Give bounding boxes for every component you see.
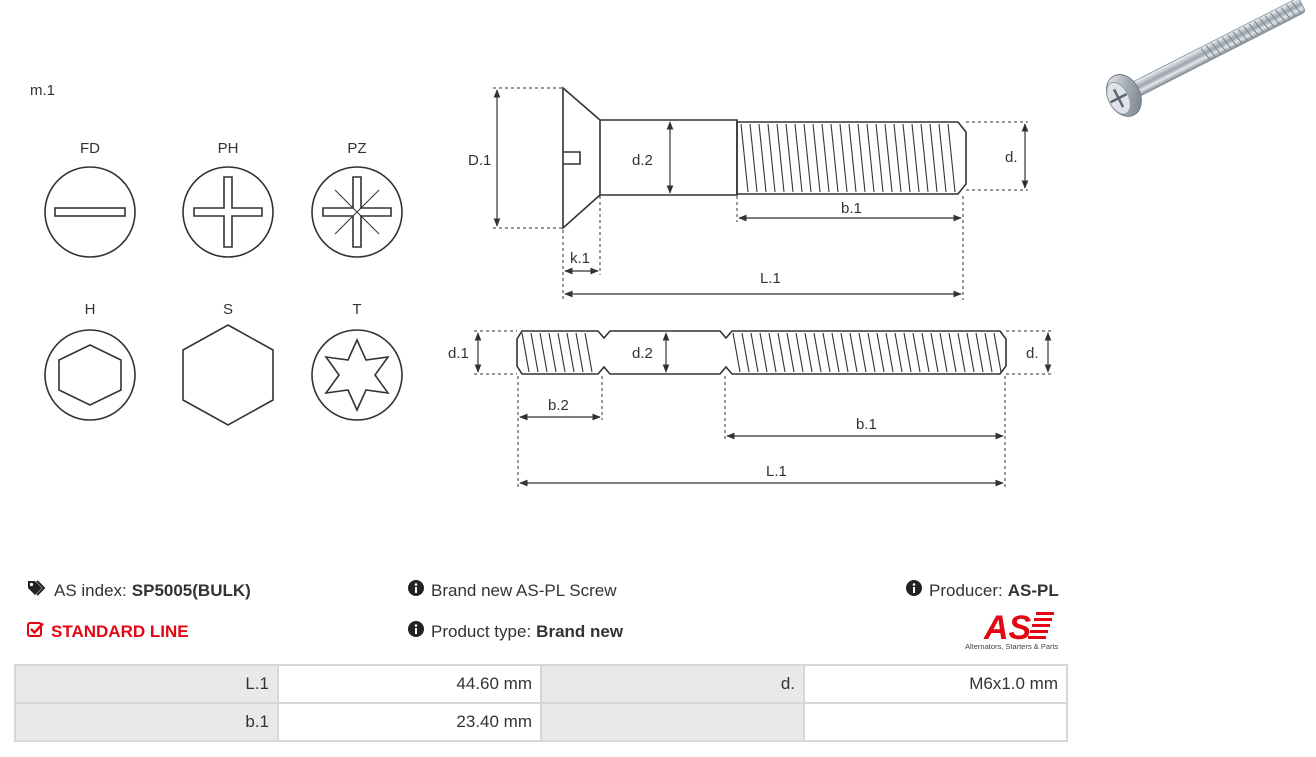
- dim-b1: b.1: [841, 200, 862, 217]
- tags-icon: [27, 580, 47, 601]
- product-photo: [1106, 0, 1306, 117]
- info-icon: [408, 580, 424, 601]
- stud-dim-b2: b.2: [548, 397, 569, 414]
- stud-drawing: d.1 d.2 d. b.2 b.1 L.1: [448, 330, 1052, 488]
- hex-socket-head-icon: [44, 329, 136, 421]
- standard-line-row: STANDARD LINE: [27, 621, 189, 642]
- spec-label: b.1: [14, 702, 279, 742]
- stud-dim-d: d.: [1026, 345, 1039, 362]
- head-label-pz: PZ: [347, 140, 366, 157]
- countersunk-screw-drawing: D.1 d.2 d. b.1 k.1 L.1: [468, 86, 1029, 300]
- product-type-label: Product type:: [431, 621, 532, 641]
- spec-value: [803, 702, 1068, 742]
- spec-value: M6x1.0 mm: [803, 664, 1068, 704]
- dim-d: d.: [1005, 149, 1018, 166]
- spec-label: L.1: [14, 664, 279, 704]
- head-label-h: H: [85, 301, 96, 318]
- description-text: Brand new AS-PL Screw: [431, 580, 617, 600]
- as-index-value: SP5005(BULK): [131, 580, 251, 600]
- technical-drawing: m.1 FD PH PZ H S T: [30, 0, 1306, 488]
- as-index-row: AS index: SP5005(BULK): [27, 580, 251, 601]
- info-icon: [408, 621, 424, 642]
- spec-value: 23.40 mm: [277, 702, 542, 742]
- producer-label: Producer:: [929, 580, 1003, 600]
- head-label-ph: PH: [218, 140, 239, 157]
- dim-D1: D.1: [468, 152, 491, 169]
- dim-d2: d.2: [632, 152, 653, 169]
- stud-dim-L1: L.1: [766, 463, 787, 480]
- spec-label: d.: [540, 664, 805, 704]
- check-square-icon: [27, 621, 44, 642]
- as-pl-logo: AS Alternators, Starters & Parts: [960, 608, 1070, 652]
- producer-value: AS-PL: [1007, 580, 1059, 600]
- torx-head-icon: [311, 329, 403, 421]
- spec-value: 44.60 mm: [277, 664, 542, 704]
- stud-dim-b1: b.1: [856, 416, 877, 433]
- flat-slot-head-icon: [44, 166, 136, 258]
- producer-row: Producer: AS-PL: [906, 580, 1059, 601]
- standard-line-text: STANDARD LINE: [51, 621, 189, 641]
- head-label-t: T: [352, 301, 361, 318]
- hex-head-icon: [182, 324, 274, 426]
- svg-text:AS: AS: [983, 609, 1032, 642]
- table-row: L.1 44.60 mm d. M6x1.0 mm: [14, 664, 1068, 704]
- product-type-value: Brand new: [536, 621, 624, 641]
- as-index-label: AS index:: [54, 580, 127, 600]
- dim-L1: L.1: [760, 270, 781, 287]
- product-type-row: Product type: Brand new: [408, 621, 623, 642]
- dim-k1: k.1: [570, 250, 590, 267]
- spec-table: L.1 44.60 mm d. M6x1.0 mm b.1 23.40 mm: [14, 664, 1068, 742]
- phillips-head-icon: [182, 166, 274, 258]
- logo-tagline: Alternators, Starters & Parts: [965, 642, 1059, 651]
- head-label-fd: FD: [80, 140, 100, 157]
- stud-dim-d1: d.1: [448, 345, 469, 362]
- spec-label: [540, 702, 805, 742]
- info-icon: [906, 580, 922, 601]
- head-label-s: S: [223, 301, 233, 318]
- table-row: b.1 23.40 mm: [14, 702, 1068, 742]
- pozidriv-head-icon: [311, 166, 403, 258]
- model-label: m.1: [30, 82, 55, 99]
- stud-dim-d2: d.2: [632, 345, 653, 362]
- description-row: Brand new AS-PL Screw: [408, 580, 617, 601]
